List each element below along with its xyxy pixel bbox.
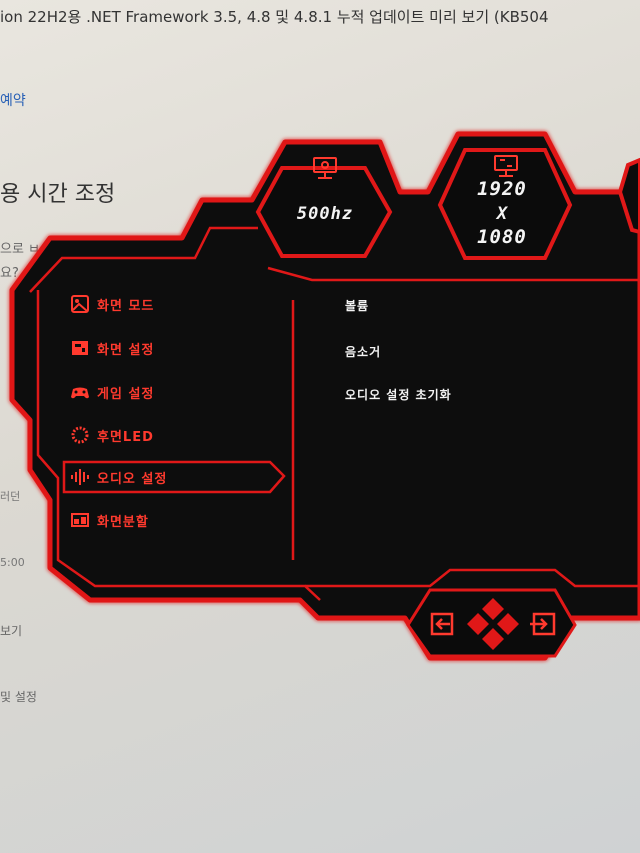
menu-item-audio-settings[interactable]: 오디오 설정 bbox=[70, 462, 167, 492]
refresh-rate-tile bbox=[255, 166, 393, 258]
background-link[interactable]: 예약 bbox=[0, 93, 26, 109]
gamepad-icon bbox=[70, 382, 90, 402]
menu-item-label: 후면LED bbox=[97, 429, 154, 445]
osd-frame bbox=[617, 157, 640, 235]
resolution-height: 1080 bbox=[477, 226, 527, 248]
osd-inner-trim bbox=[29, 226, 258, 293]
submenu-volume[interactable]: 볼륨 bbox=[345, 299, 370, 313]
audio-wave-icon bbox=[70, 467, 90, 487]
osd-inner-trim bbox=[267, 266, 640, 282]
background-window-title: ion 22H2용 .NET Framework 3.5, 4.8 및 4.8.… bbox=[0, 8, 549, 26]
led-ring-icon bbox=[70, 425, 90, 445]
selected-item-highlight bbox=[62, 460, 286, 494]
menu-item-label: 게임 설정 bbox=[97, 386, 155, 402]
enter-icon[interactable] bbox=[530, 612, 556, 636]
refresh-rate-value: 500hz bbox=[296, 204, 354, 224]
menu-item-game-settings[interactable]: 게임 설정 bbox=[70, 377, 154, 407]
background-heading: 용 시간 조정 bbox=[0, 182, 116, 207]
image-icon bbox=[70, 294, 90, 314]
resolution-width: 1920 bbox=[477, 178, 527, 200]
menu-item-split-screen[interactable]: 화면분할 bbox=[70, 505, 149, 535]
menu-item-label: 화면 설정 bbox=[97, 342, 155, 358]
menu-item-label: 오디오 설정 bbox=[97, 471, 168, 487]
submenu-reset-audio[interactable]: 오디오 설정 초기화 bbox=[345, 388, 452, 402]
osd-frame bbox=[9, 131, 640, 661]
monitor-resolution-icon bbox=[494, 155, 518, 177]
background-text: 으로 ㅂ bbox=[0, 242, 41, 257]
menu-item-screen-mode[interactable]: 화면 모드 bbox=[70, 289, 154, 319]
split-screen-icon bbox=[70, 510, 90, 530]
dpad-icon[interactable] bbox=[467, 598, 519, 650]
monitor-refresh-icon bbox=[313, 157, 337, 179]
menu-item-screen-settings[interactable]: 화면 설정 bbox=[70, 333, 154, 363]
background-text: 보기 bbox=[0, 624, 23, 638]
menu-item-rear-led[interactable]: 후면LED bbox=[70, 420, 154, 450]
submenu-mute[interactable]: 음소거 bbox=[345, 345, 382, 359]
nav-pad bbox=[406, 588, 577, 658]
osd-inner-trim bbox=[305, 568, 640, 588]
background-text: 및 설정 bbox=[0, 690, 37, 704]
back-arrow-icon[interactable] bbox=[430, 612, 454, 636]
background-text: 5:00 bbox=[0, 556, 25, 569]
screen-settings-icon bbox=[70, 338, 90, 358]
resolution-separator: X bbox=[496, 204, 508, 224]
background-text: 러던 bbox=[0, 490, 21, 503]
menu-item-label: 화면 모드 bbox=[97, 298, 155, 314]
resolution-tile bbox=[437, 148, 573, 260]
menu-item-label: 화면분할 bbox=[97, 514, 149, 530]
background-text: 요? bbox=[0, 266, 19, 281]
